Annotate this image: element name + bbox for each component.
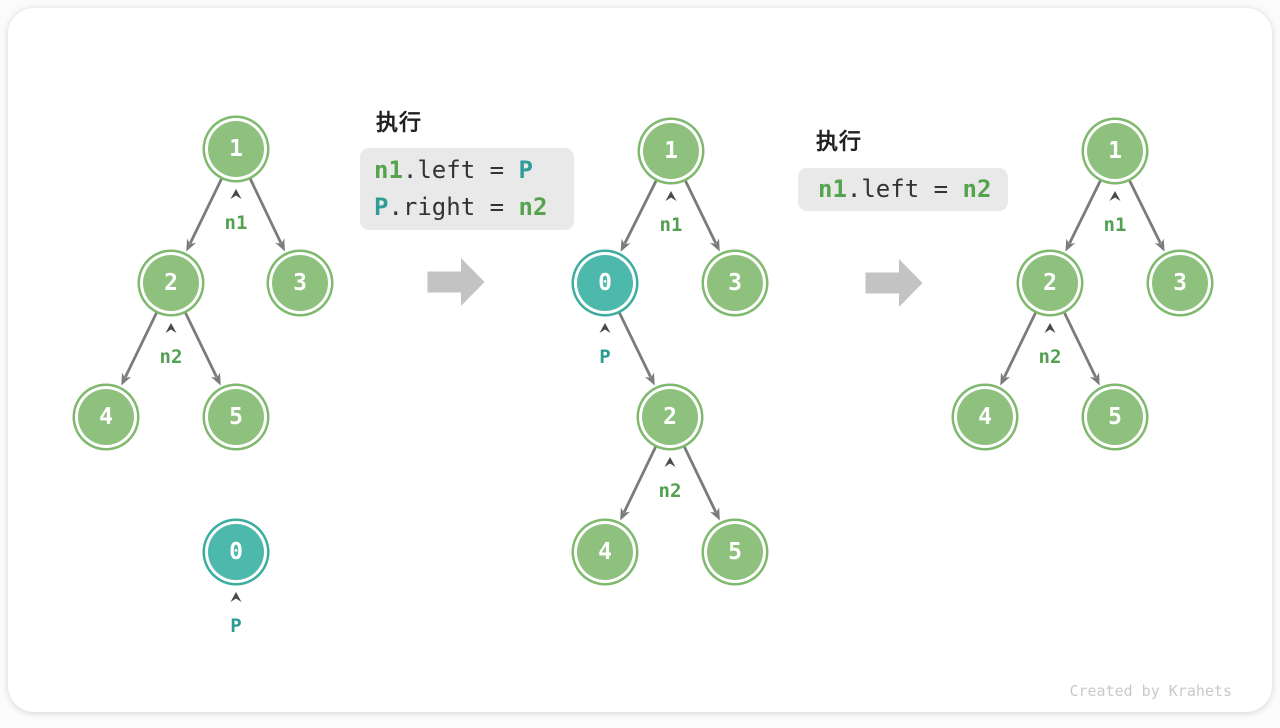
execute-title-1: 执行 <box>376 110 423 135</box>
tree-node-4: 4 <box>957 389 1013 445</box>
execute-title-2: 执行 <box>816 129 863 154</box>
tree-edge <box>1063 312 1098 379</box>
tree-node-2: 2 <box>1022 255 1078 311</box>
pointer-label-n2: n2 <box>159 346 183 368</box>
pointer-arrowhead-icon <box>165 323 177 333</box>
tree-node-0: 0 <box>577 255 633 311</box>
code-token: .left = <box>846 175 963 203</box>
pointer-label-n1: n1 <box>1103 214 1127 236</box>
code-token-P: P <box>518 156 533 184</box>
code-token: .left = <box>402 156 519 184</box>
pointer-label-P: P <box>230 615 242 637</box>
tree-edge-arrowhead-icon <box>1089 372 1100 386</box>
pointer-label-n1: n1 <box>659 214 683 236</box>
tree-node-2: 2 <box>143 255 199 311</box>
pointer-arrowhead-icon <box>230 592 242 602</box>
tree-node-3: 3 <box>272 255 328 311</box>
tree-edge-arrowhead-icon <box>121 372 132 386</box>
code-token-P: P <box>374 193 389 221</box>
tree-edge <box>1002 312 1037 379</box>
tree-node-4: 4 <box>78 389 134 445</box>
tree-edge-arrowhead-icon <box>620 507 630 521</box>
tree-edge-arrowhead-icon <box>709 238 720 252</box>
tree-edge <box>623 179 658 245</box>
pointer-label-n1: n1 <box>224 212 248 234</box>
pointer-arrowhead-icon <box>1044 323 1056 333</box>
code-line: n1.left = P <box>374 152 574 189</box>
tree-node-5: 5 <box>707 524 763 580</box>
pointer-arrowhead-icon <box>599 323 611 333</box>
tree-edge-arrowhead-icon <box>210 372 221 386</box>
tree-edge <box>622 446 657 513</box>
pointer-arrowhead-icon <box>1109 191 1121 201</box>
tree-node-5: 5 <box>1087 389 1143 445</box>
pointer-arrowhead-icon <box>230 189 242 199</box>
tree-node-1: 1 <box>643 123 699 179</box>
tree-edge-arrowhead-icon <box>1154 238 1165 252</box>
code-token-n2: n2 <box>962 175 992 203</box>
diagram-canvas <box>121 178 1165 602</box>
tree-edge-arrowhead-icon <box>275 238 285 252</box>
tree-edge <box>618 312 653 379</box>
code-token-n1: n1 <box>818 175 847 203</box>
pointer-label-P: P <box>599 346 611 368</box>
code-block-2: n1.left = n2 <box>798 168 1008 211</box>
code-token: .right = <box>388 193 519 221</box>
tree-edge <box>1128 179 1162 245</box>
tree-edge <box>683 446 718 513</box>
pointer-arrowhead-icon <box>664 457 676 467</box>
tree-edge-arrowhead-icon <box>644 372 655 386</box>
tree-node-3: 3 <box>1152 255 1208 311</box>
tree-node-5: 5 <box>208 389 264 445</box>
code-token-n2: n2 <box>518 193 548 221</box>
tree-edge <box>123 312 158 379</box>
code-token-n1: n1 <box>374 156 403 184</box>
tree-edge <box>1068 179 1102 245</box>
tree-edge-arrowhead-icon <box>710 507 720 521</box>
tree-node-0: 0 <box>208 524 264 580</box>
tree-node-4: 4 <box>577 524 633 580</box>
watermark: Created by Krahets <box>1069 682 1232 700</box>
tree-edge-arrowhead-icon <box>186 238 197 252</box>
code-line: P.right = n2 <box>374 189 574 226</box>
pointer-label-n2: n2 <box>658 480 682 502</box>
tree-node-3: 3 <box>707 255 763 311</box>
right-arrow-icon <box>865 259 923 307</box>
tree-edge-arrowhead-icon <box>1065 238 1076 252</box>
tree-edge-arrowhead-icon <box>1000 372 1011 386</box>
tree-node-1: 1 <box>1087 123 1143 179</box>
tree-node-2: 2 <box>642 389 698 445</box>
code-line: n1.left = n2 <box>818 171 1008 208</box>
tree-edge <box>684 180 718 245</box>
tree-edge-arrowhead-icon <box>620 238 631 252</box>
tree-edge <box>188 178 223 245</box>
right-arrow-icon <box>427 258 485 306</box>
pointer-label-n2: n2 <box>1038 346 1062 368</box>
tree-edge <box>184 312 219 379</box>
tree-node-1: 1 <box>208 121 264 177</box>
tree-edge <box>248 178 283 244</box>
pointer-arrowhead-icon <box>665 191 677 201</box>
